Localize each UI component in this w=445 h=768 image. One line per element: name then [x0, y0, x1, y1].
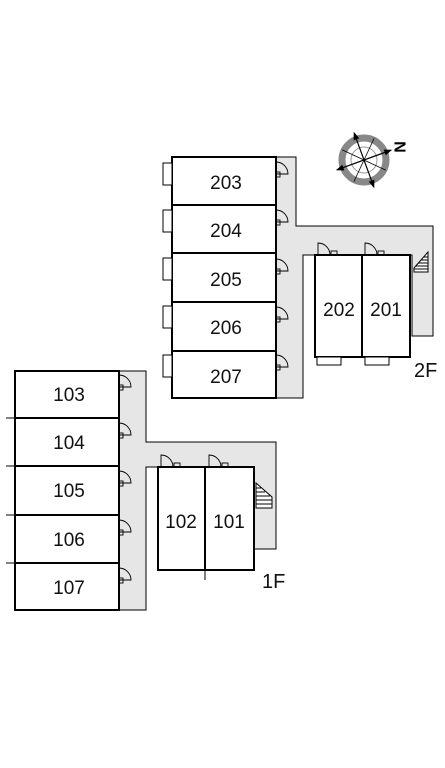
compass-rose-icon: N — [335, 131, 410, 189]
room-label: 206 — [210, 318, 242, 339]
door-icon — [118, 374, 132, 391]
balcony-203 — [162, 162, 173, 186]
room-201[interactable] — [361, 254, 411, 358]
door-icon — [275, 258, 289, 275]
balcony-201 — [364, 356, 390, 366]
door-icon — [118, 422, 132, 439]
balcony-206 — [162, 305, 173, 329]
room-105[interactable] — [14, 465, 120, 516]
room-label: 204 — [210, 221, 242, 242]
room-label: 103 — [53, 385, 85, 406]
door-icon — [118, 519, 132, 536]
first-floor: 103 104 105 106 107 102 101 1F — [6, 370, 285, 611]
north-label: N — [393, 141, 410, 153]
door-icon — [364, 242, 385, 256]
door-icon — [275, 306, 289, 323]
floor-label-2f: 2F — [414, 360, 437, 382]
door-icon — [118, 567, 132, 584]
room-label: 104 — [53, 433, 85, 454]
door-icon — [317, 242, 338, 256]
door-icon — [275, 209, 289, 226]
door-icon — [118, 470, 132, 487]
room-label: 105 — [53, 481, 85, 502]
room-label: 205 — [210, 270, 242, 291]
room-204[interactable] — [171, 204, 277, 254]
room-106[interactable] — [14, 514, 120, 564]
stairs-icon — [413, 250, 429, 273]
room-label: 102 — [165, 512, 197, 533]
room-label: 106 — [53, 530, 85, 551]
room-107[interactable] — [14, 562, 120, 611]
balcony-202 — [316, 356, 342, 366]
door-icon — [275, 161, 289, 178]
room-104[interactable] — [14, 417, 120, 467]
door-icon — [208, 454, 229, 468]
door-icon — [160, 454, 181, 468]
balcony-205 — [162, 257, 173, 281]
room-label: 101 — [213, 512, 245, 533]
stairs-icon — [255, 481, 273, 509]
room-label: 203 — [210, 173, 242, 194]
room-label: 107 — [53, 578, 85, 599]
room-102[interactable] — [157, 466, 206, 571]
balcony-204 — [162, 209, 173, 233]
room-207[interactable] — [171, 350, 277, 399]
balcony-207 — [162, 354, 173, 378]
second-floor: 203 204 205 206 207 202 201 2F — [162, 156, 437, 399]
floor-label-1f: 1F — [262, 571, 285, 593]
room-101[interactable] — [204, 466, 255, 571]
room-103[interactable] — [14, 370, 120, 419]
door-icon — [275, 354, 289, 371]
room-label: 201 — [370, 300, 402, 321]
room-label: 202 — [323, 300, 355, 321]
room-label: 207 — [210, 367, 242, 388]
